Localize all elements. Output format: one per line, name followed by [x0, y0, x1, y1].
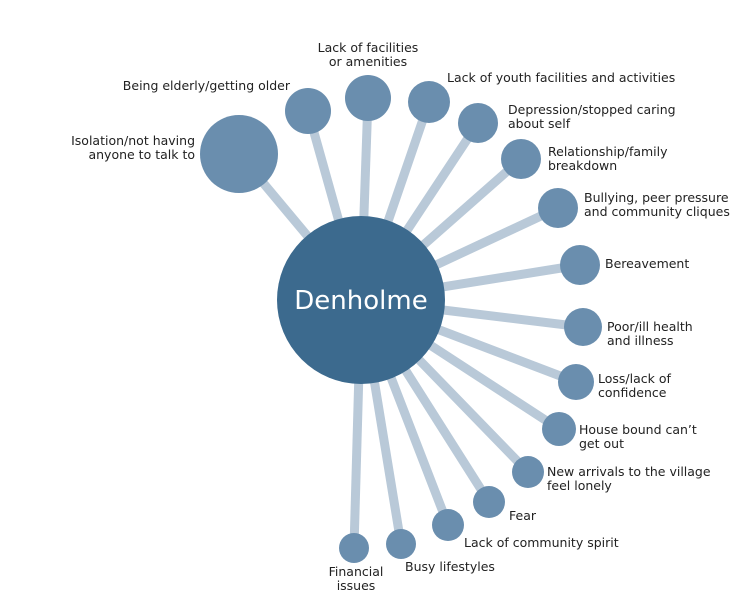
label-bullying-line: Bullying, peer pressure — [584, 190, 729, 205]
label-community: Lack of community spirit — [464, 535, 619, 550]
label-financial-line: Financial — [329, 564, 384, 579]
label-depression-line: about self — [508, 116, 571, 131]
label-facilities-line: or amenities — [329, 54, 407, 69]
node-isolation — [200, 115, 278, 193]
node-busy — [386, 529, 416, 559]
label-busy: Busy lifestyles — [405, 559, 495, 574]
node-community — [432, 509, 464, 541]
node-bullying — [538, 188, 578, 228]
label-bereavement: Bereavement — [605, 256, 689, 271]
label-isolation-line: Isolation/not having — [71, 133, 195, 148]
node-new-arrivals — [512, 456, 544, 488]
label-fear: Fear — [509, 508, 537, 523]
label-elderly-line: Being elderly/getting older — [123, 78, 291, 93]
label-housebound-line: House bound can’t — [579, 422, 697, 437]
label-youth-line: Lack of youth facilities and activities — [447, 70, 675, 85]
label-housebound-line: get out — [579, 436, 624, 451]
label-community-line: Lack of community spirit — [464, 535, 619, 550]
node-health — [564, 308, 602, 346]
label-health-line: Poor/ill health — [607, 319, 693, 334]
node-depression — [458, 103, 498, 143]
center-hub: Denholme — [277, 216, 445, 384]
node-elderly — [285, 88, 331, 134]
node-confidence — [558, 364, 594, 400]
nodes-layer — [200, 75, 602, 563]
node-youth — [408, 81, 450, 123]
label-isolation-line: anyone to talk to — [88, 147, 195, 162]
label-relationship-line: breakdown — [548, 158, 617, 173]
label-elderly: Being elderly/getting older — [123, 78, 291, 93]
label-health-line: and illness — [607, 333, 674, 348]
label-facilities-line: Lack of facilities — [318, 40, 419, 55]
label-new-arrivals-line: feel lonely — [547, 478, 612, 493]
label-depression-line: Depression/stopped caring — [508, 102, 676, 117]
node-bereavement — [560, 245, 600, 285]
label-confidence-line: confidence — [598, 385, 667, 400]
node-relationship — [501, 139, 541, 179]
node-fear — [473, 486, 505, 518]
node-financial — [339, 533, 369, 563]
label-bullying-line: and community cliques — [584, 204, 730, 219]
label-bereavement-line: Bereavement — [605, 256, 689, 271]
label-new-arrivals-line: New arrivals to the village — [547, 464, 711, 479]
label-fear-line: Fear — [509, 508, 537, 523]
label-youth: Lack of youth facilities and activities — [447, 70, 675, 85]
label-relationship-line: Relationship/family — [548, 144, 668, 159]
node-facilities — [345, 75, 391, 121]
center-hub-label: Denholme — [294, 286, 427, 316]
label-financial-line: issues — [337, 578, 376, 593]
center-hub-circle — [277, 216, 445, 384]
label-busy-line: Busy lifestyles — [405, 559, 495, 574]
label-confidence-line: Loss/lack of — [598, 371, 671, 386]
node-housebound — [542, 412, 576, 446]
